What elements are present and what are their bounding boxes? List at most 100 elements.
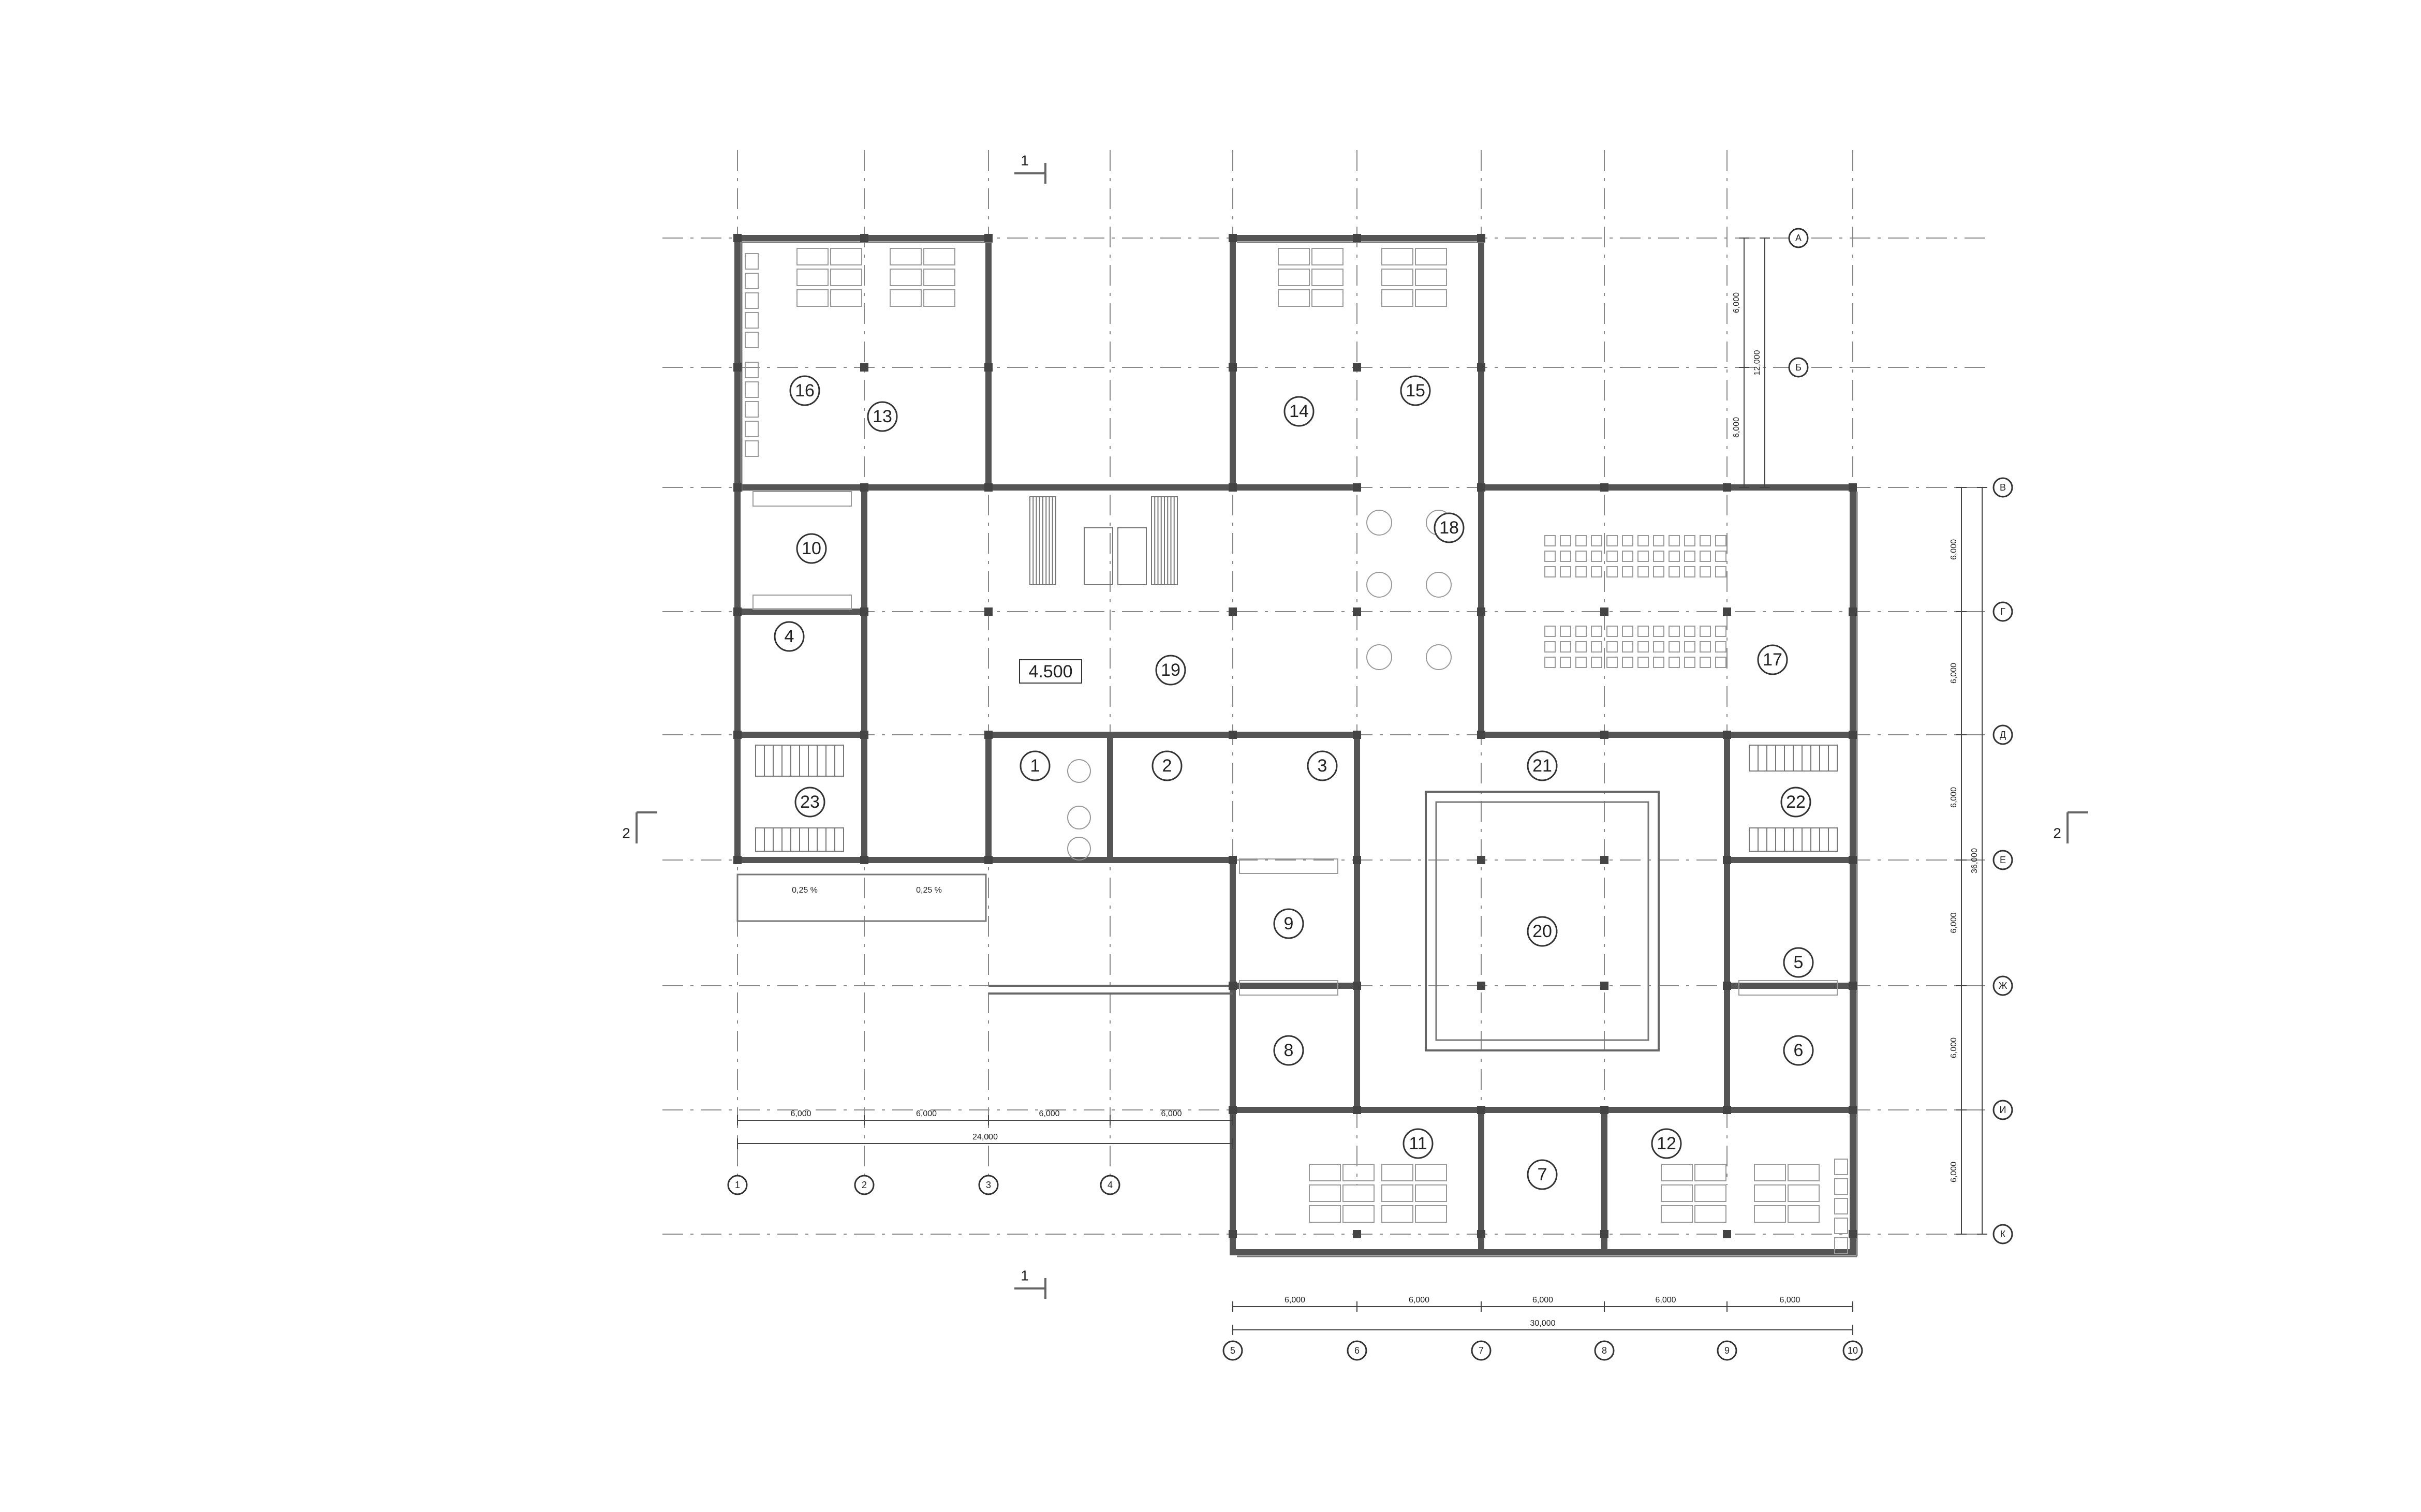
column [733, 856, 742, 864]
desk [1415, 1205, 1447, 1223]
seat [1637, 626, 1649, 637]
seat [1606, 626, 1618, 637]
seat [1575, 657, 1587, 668]
desk [1788, 1164, 1820, 1181]
desk [830, 269, 862, 286]
column [1723, 982, 1731, 990]
axis-letter-label: К [2000, 1229, 2006, 1239]
seat [1575, 626, 1587, 637]
room-bubble-7 [1527, 1159, 1558, 1190]
room-label-2: 2 [1162, 756, 1172, 776]
desk [796, 269, 829, 286]
seat [1544, 566, 1556, 577]
seat [1684, 641, 1695, 653]
seat [1606, 551, 1618, 562]
dim-right-span-label: 6,000 [1950, 787, 1958, 808]
dim-right-span-label: 6,000 [1950, 1162, 1958, 1182]
room-label-4: 4 [785, 627, 794, 646]
axis-bubble-number [978, 1175, 999, 1195]
column [860, 234, 868, 242]
seat [1684, 626, 1695, 637]
dim-bottom-left-span-label: 6,000 [1039, 1109, 1059, 1118]
column [1353, 607, 1361, 616]
seat [1591, 626, 1602, 637]
room-bubble-16 [789, 375, 820, 406]
axis-bubble-letter [1992, 601, 2013, 622]
side-desk [745, 332, 759, 348]
column [1600, 607, 1608, 616]
seat [1560, 566, 1571, 577]
section-mark-2: 2 [2053, 825, 2061, 841]
room-bubble-18 [1434, 512, 1465, 543]
seat [1637, 641, 1649, 653]
seat [1622, 657, 1633, 668]
seat [1669, 626, 1680, 637]
axis-bubble-number [1471, 1340, 1492, 1361]
axis-number-label: 7 [1479, 1345, 1484, 1356]
axis-bubble-number [1842, 1340, 1863, 1361]
room-label-10: 10 [802, 539, 821, 558]
axis-bubble-letter [1788, 228, 1809, 248]
desk [1381, 1164, 1413, 1181]
room-label-14: 14 [1289, 402, 1309, 421]
column [860, 731, 868, 739]
room-bubble-10 [796, 533, 827, 564]
desk [1788, 1184, 1820, 1202]
axis-bubble-letter [1992, 724, 2013, 745]
axis-number-label: 1 [735, 1180, 740, 1190]
room-bubble-9 [1273, 908, 1304, 939]
desk [1694, 1164, 1726, 1181]
desk [1661, 1205, 1693, 1223]
desk [1381, 269, 1413, 286]
room-bubble-19 [1155, 655, 1186, 686]
desk [830, 248, 862, 265]
side-desk [1834, 1218, 1848, 1234]
axis-letter-label: Б [1795, 362, 1802, 373]
seat [1669, 551, 1680, 562]
seat [1575, 566, 1587, 577]
side-desk [745, 401, 759, 418]
seat [1544, 641, 1556, 653]
room-label-6: 6 [1794, 1041, 1804, 1060]
seat [1715, 566, 1726, 577]
seat [1622, 566, 1633, 577]
axis-bubble-letter [1992, 975, 2013, 996]
seat [1700, 566, 1711, 577]
axis-bubble-letter [1992, 477, 2013, 498]
terrace [736, 873, 987, 922]
desk [1661, 1164, 1693, 1181]
axis-bubble-number [1717, 1340, 1737, 1361]
desk [923, 269, 955, 286]
column [1849, 731, 1857, 739]
column [733, 731, 742, 739]
axis-bubble-number [1222, 1340, 1243, 1361]
room-label-21: 21 [1532, 756, 1552, 776]
dim-right-span-label: 6,000 [1950, 663, 1958, 684]
seat [1684, 551, 1695, 562]
seat [1637, 566, 1649, 577]
column [1229, 483, 1237, 492]
column [1600, 1106, 1608, 1114]
column [1723, 731, 1731, 739]
seat [1715, 641, 1726, 653]
room-bubble-1 [1020, 750, 1051, 781]
desk [1342, 1205, 1375, 1223]
side-desk [745, 440, 759, 457]
bench-desk [1239, 858, 1338, 874]
seat [1591, 535, 1602, 546]
seat [1622, 551, 1633, 562]
column [860, 856, 868, 864]
seat [1560, 551, 1571, 562]
column [984, 607, 993, 616]
axis-number-label: 4 [1108, 1180, 1113, 1190]
axis-number-label: 8 [1602, 1345, 1607, 1356]
room-bubble-23 [794, 787, 825, 818]
column [1353, 731, 1361, 739]
room-label-19: 19 [1161, 660, 1180, 680]
column [1477, 856, 1485, 864]
room-label-11: 11 [1409, 1134, 1427, 1153]
desk [1754, 1184, 1786, 1202]
column [860, 607, 868, 616]
